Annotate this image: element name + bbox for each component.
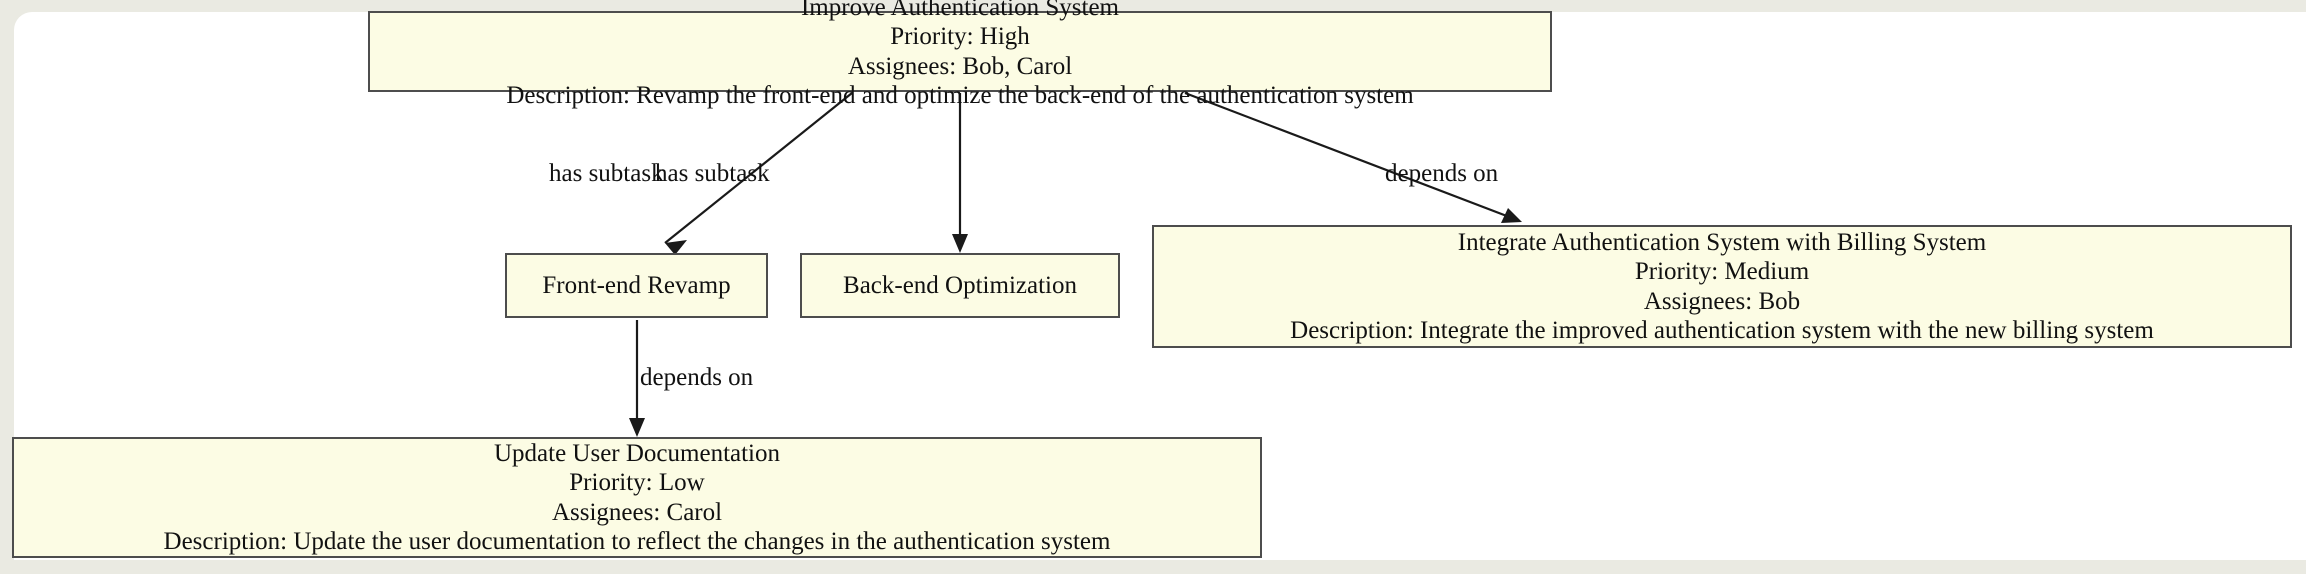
node-priority: Priority: High <box>890 23 1030 50</box>
node-description: Description: Update the user documentati… <box>163 528 1111 555</box>
edge-improve-to-backend <box>952 93 968 253</box>
edge-improve-to-integrate <box>1184 91 1522 223</box>
node-front-end-revamp[interactable]: Front-end Revamp <box>505 253 768 318</box>
node-priority: Priority: Low <box>569 469 705 496</box>
edge-label-depends-on-update-docs: depends on <box>640 364 754 391</box>
node-title: Update User Documentation <box>493 439 781 467</box>
node-description: Description: Revamp the front-end and op… <box>506 82 1414 109</box>
node-description: Description: Integrate the improved auth… <box>1290 317 2154 344</box>
edge-label-depends-on-integrate: depends on <box>1385 160 1499 187</box>
node-priority: Priority: Medium <box>1634 258 1810 285</box>
node-title: Front-end Revamp <box>542 271 731 299</box>
node-assignees: Assignees: Bob <box>1643 287 1801 315</box>
edge-label-has-subtask-frontend: has subtask <box>549 160 664 187</box>
edge-label-has-subtask-backend: has subtask <box>655 160 770 187</box>
node-assignees: Assignees: Carol <box>551 498 723 526</box>
node-title: Improve Authentication System <box>800 0 1119 21</box>
node-update-user-documentation[interactable]: Update User Documentation Priority: Low … <box>12 437 1262 558</box>
node-improve-authentication-system[interactable]: Improve Authentication System Priority: … <box>368 0 1552 109</box>
node-back-end-optimization[interactable]: Back-end Optimization <box>800 253 1120 318</box>
node-integrate-authentication-system-with-billing-system[interactable]: Integrate Authentication System with Bil… <box>1152 225 2292 348</box>
node-assignees: Assignees: Bob, Carol <box>847 52 1073 80</box>
node-title: Back-end Optimization <box>843 271 1077 299</box>
node-title: Integrate Authentication System with Bil… <box>1457 228 1987 256</box>
